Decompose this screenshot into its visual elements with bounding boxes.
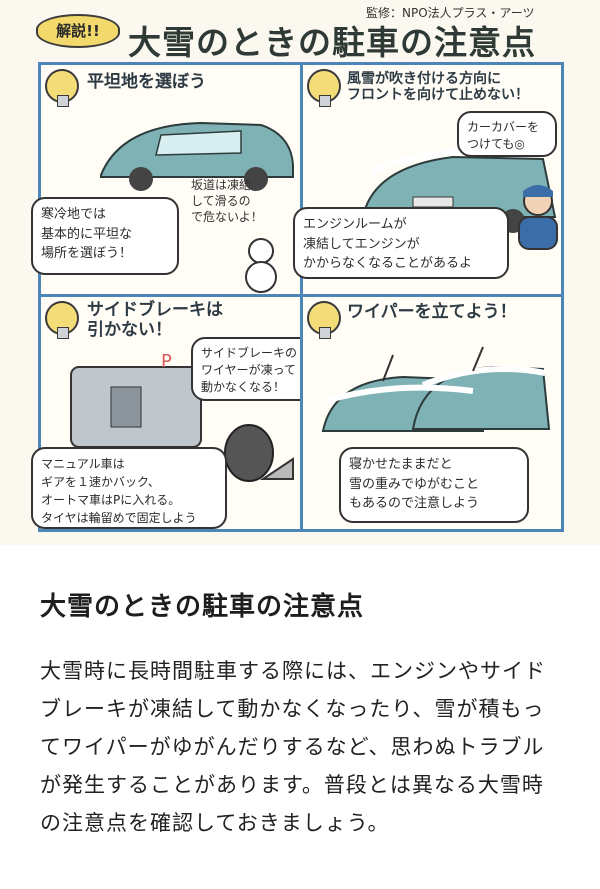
article-body: 大雪時に長時間駐車する際には、エンジンやサイドブレーキが凍結して動かなくなったり… [40, 659, 546, 835]
infographic-heading: 大雪のときの駐車の注意点 [128, 23, 536, 62]
panel-title: ワイパーを立てよう！ [347, 302, 517, 322]
panel-flat-ground: 平坦地を選ぼう 寒冷地では 基本的に平坦な 場所を選ぼう！ 坂道は凍結 して滑る… [31, 62, 300, 294]
panel-title: 風雪が吹き付ける方向に フロントを向けて止めない！ [347, 71, 529, 104]
person-icon [518, 185, 558, 250]
article-title: 大雪のときの駐車の注意点 [40, 592, 365, 622]
infographic-illustration: 解説!! 大雪のときの駐車の注意点 監修：NPO法人プラス・アーツ 平坦地を選ぼ… [0, 0, 600, 545]
gear-advice-bubble: マニュアル車は ギアを１速かバック、 オートマ車はPに入れる。 タイヤは輪留めで… [31, 447, 227, 529]
lightbulb-icon [45, 69, 79, 107]
engine-warning-bubble: エンジンルームが 凍結してエンジンが かからなくなることがあるよ [293, 207, 509, 279]
car-illustration [100, 121, 294, 191]
slope-warning-note: 坂道は凍結 して滑るの で危ないよ！ [191, 178, 263, 225]
svg-text:P: P [161, 351, 172, 372]
panel-title: 平坦地を選ぼう [87, 72, 206, 92]
advice-bubble: 寒冷地では 基本的に平坦な 場所を選ぼう！ [31, 197, 179, 275]
supervisor-credit: 監修：NPO法人プラス・アーツ [366, 6, 535, 20]
panel-wiper: ワイパーを立てよう！ 寝かせたままだと 雪の重みでゆがむこと もあるので注意しよ… [300, 294, 564, 532]
wiper-advice-bubble: 寝かせたままだと 雪の重みでゆがむこと もあるので注意しよう [339, 447, 529, 523]
panel-front-direction: 風雪が吹き付ける方向に フロントを向けて止めない！ カーカバーを つけても◎ エ… [293, 62, 564, 294]
lightbulb-icon [45, 301, 79, 339]
wheel-chock-illustration [224, 424, 294, 482]
gearshift-illustration: P [70, 351, 202, 448]
brake-warning-note: サイドブレーキの ワイヤーが凍って 動かなくなる！ [191, 337, 319, 401]
lightbulb-icon [307, 301, 341, 339]
lightbulb-icon [307, 69, 341, 107]
explanation-badge: 解説!! [36, 14, 120, 48]
snowman-icon [245, 238, 277, 293]
snowy-cars-illustration [321, 346, 551, 432]
infographic-header: 解説!! 大雪のときの駐車の注意点 監修：NPO法人プラス・アーツ [28, 6, 588, 62]
panel-title: サイドブレーキは 引かない！ [87, 300, 223, 340]
car-cover-note: カーカバーを つけても◎ [457, 111, 557, 157]
panel-side-brake: サイドブレーキは 引かない！ P サイドブレーキの ワイヤーが凍って 動かなくな… [31, 294, 319, 532]
